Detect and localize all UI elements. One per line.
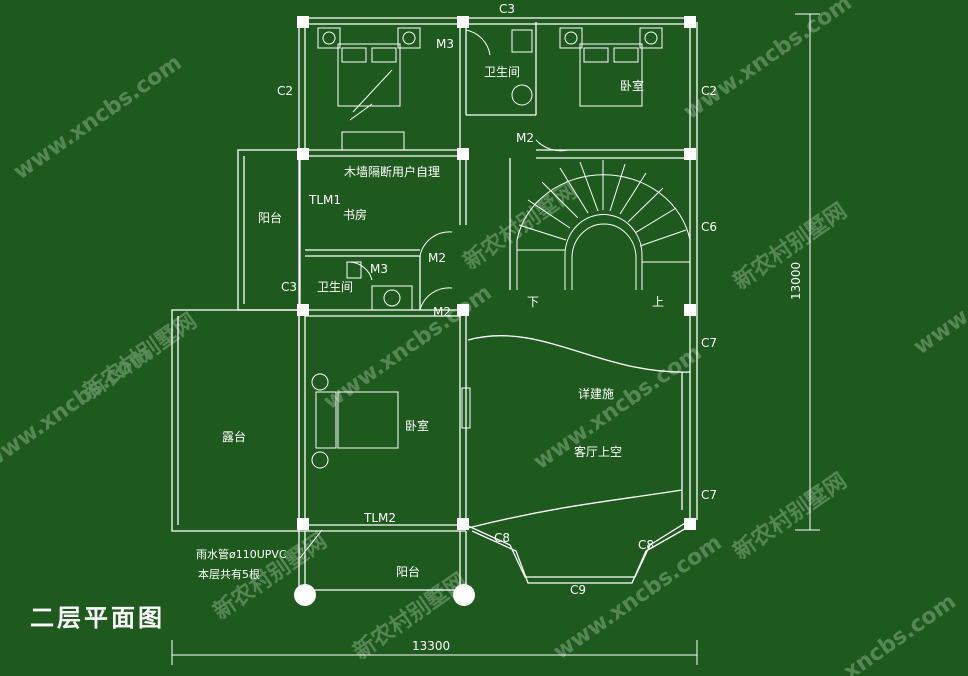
opening-m3-bath: M3 bbox=[370, 262, 388, 276]
columns bbox=[294, 16, 696, 606]
stair-up-label: 上 bbox=[652, 295, 664, 309]
detail-reference: 详建施 bbox=[578, 386, 614, 401]
room-label-bath-mid: 卫生间 bbox=[317, 280, 353, 294]
plan-title: 二层平面图 bbox=[30, 604, 165, 632]
opening-c8-right: C8 bbox=[638, 538, 654, 552]
opening-c6: C6 bbox=[701, 220, 717, 234]
opening-tlm2: TLM2 bbox=[363, 511, 396, 525]
dimension-width: 13300 bbox=[412, 639, 450, 653]
room-label-balcony-west: 阳台 bbox=[258, 210, 282, 225]
opening-c7-upper: C7 bbox=[701, 336, 717, 350]
partition-note: 木墙隔断用户自理 bbox=[344, 164, 440, 179]
room-label-terrace: 露台 bbox=[222, 429, 246, 444]
room-label-bath-top: 卫生间 bbox=[484, 65, 520, 79]
room-label-bedroom-ne: 卧室 bbox=[620, 78, 644, 93]
opening-m2-lower: M2 bbox=[433, 305, 451, 319]
watermark-url: www.xncbs.com bbox=[9, 50, 186, 185]
watermark-name: 新农村别墅网 bbox=[79, 308, 202, 405]
opening-tlm1: TLM1 bbox=[308, 193, 341, 207]
opening-c2-left: C2 bbox=[277, 84, 293, 98]
doors bbox=[348, 29, 569, 311]
opening-c8-left: C8 bbox=[494, 531, 510, 545]
walls bbox=[171, 17, 698, 591]
room-label-hall-void: 客厅上空 bbox=[574, 444, 622, 459]
watermark-url: xncbs.com bbox=[839, 589, 961, 676]
downpipe-count-note: 本层共有5根 bbox=[198, 567, 260, 581]
opening-c3-mid: C3 bbox=[281, 280, 297, 294]
opening-c7-lower: C7 bbox=[701, 488, 717, 502]
room-label-bedroom-sw: 卧室 bbox=[405, 418, 429, 433]
opening-m3-top: M3 bbox=[436, 37, 454, 51]
watermark-url: www.xncbs.com bbox=[909, 225, 968, 360]
watermark-url: www.xncbs.com bbox=[679, 0, 856, 125]
opening-c9: C9 bbox=[570, 583, 586, 597]
room-label-study: 书房 bbox=[343, 207, 367, 222]
dimension-lines bbox=[171, 13, 820, 665]
dimension-height: 13000 bbox=[789, 262, 803, 300]
watermark-name: 新农村别墅网 bbox=[459, 178, 582, 275]
spiral-stair bbox=[516, 160, 691, 290]
room-label-balcony-south: 阳台 bbox=[396, 564, 420, 579]
downpipe-note: 雨水管ø110UPVC bbox=[196, 547, 287, 561]
opening-c3-top: C3 bbox=[499, 2, 515, 16]
opening-c2-right: C2 bbox=[701, 84, 717, 98]
watermark-name: 新农村别墅网 bbox=[729, 468, 852, 565]
watermark-name: 新农村别墅网 bbox=[349, 568, 472, 665]
opening-m2-study: M2 bbox=[428, 251, 446, 265]
stair-down-label: 下 bbox=[527, 295, 539, 309]
opening-m2-top: M2 bbox=[516, 131, 534, 145]
